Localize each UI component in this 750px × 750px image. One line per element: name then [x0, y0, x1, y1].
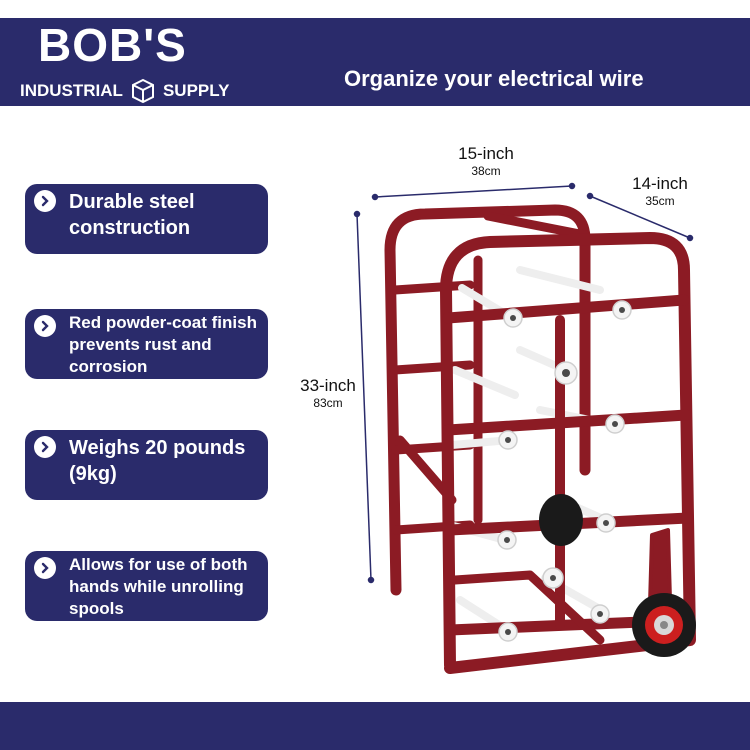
- width-metric: 38cm: [471, 164, 501, 178]
- feature-text: Durable steel construction: [69, 191, 195, 239]
- width-dimension-label: 15-inch 38cm: [446, 144, 526, 178]
- feature-card-construction: Durable steel construction: [25, 184, 268, 254]
- width-imperial: 15-inch: [458, 144, 514, 163]
- chevron-right-icon: [34, 315, 56, 337]
- tagline: Organize your electrical wire: [344, 66, 644, 91]
- feature-text: Weighs 20 pounds (9kg): [69, 437, 246, 485]
- depth-imperial: 14-inch: [632, 174, 688, 193]
- height-dimension-label: 33-inch 83cm: [288, 376, 368, 410]
- feature-card-finish: Red powder-coat finish prevents rust and…: [25, 309, 268, 379]
- brand-sub-right: SUPPLY: [162, 81, 230, 100]
- wheel-icon: [539, 494, 696, 657]
- chevron-right-icon: [34, 436, 56, 458]
- depth-metric: 35cm: [645, 194, 675, 208]
- chevron-right-icon: [34, 557, 56, 579]
- feature-card-weight: Weighs 20 pounds (9kg): [25, 430, 268, 500]
- height-imperial: 33-inch: [300, 376, 356, 395]
- width-dimension-line: [374, 185, 573, 198]
- feature-text: Allows for use of both hands while unrol…: [69, 555, 248, 618]
- height-dimension-line: [356, 213, 372, 581]
- height-metric: 83cm: [313, 396, 343, 410]
- brand-sub-left: INDUSTRIAL: [20, 81, 123, 100]
- depth-dimension-label: 14-inch 35cm: [620, 174, 700, 208]
- wire-cart-illustration: [384, 204, 696, 674]
- header-band: [0, 18, 750, 106]
- feature-text: Red powder-coat finish prevents rust and…: [69, 313, 257, 376]
- brand-subtitle: INDUSTRIAL SUPPLY: [20, 78, 229, 104]
- depth-dimension-line: [589, 195, 691, 239]
- box-icon: [131, 78, 154, 104]
- chevron-right-icon: [34, 190, 56, 212]
- brand-name: BOB'S: [38, 19, 187, 71]
- footer-band: [0, 702, 750, 750]
- feature-card-hands-free: Allows for use of both hands while unrol…: [25, 551, 268, 621]
